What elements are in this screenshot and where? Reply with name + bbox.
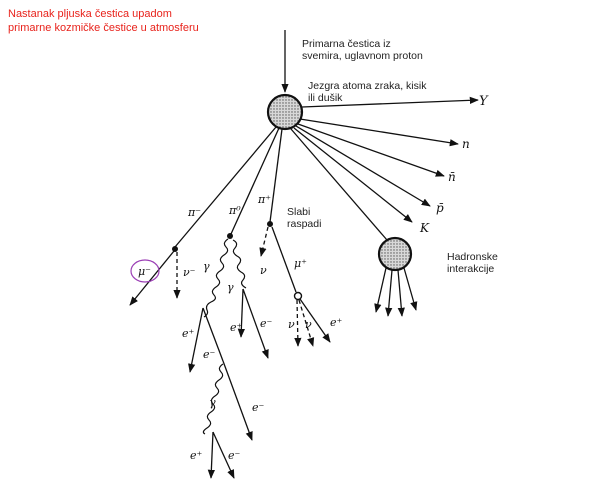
primary-note-line-1: Primarna čestica iz — [302, 38, 391, 50]
track-n — [299, 118, 459, 147]
track-e-plus-from-mu — [299, 298, 331, 343]
track-hadron — [290, 128, 388, 241]
hadron-out-4 — [403, 267, 418, 311]
label-e-plus-mu: e⁺ — [330, 316, 343, 329]
air-nucleus — [266, 93, 304, 131]
label-e-plus-1: e⁺ — [182, 327, 195, 340]
track-e-plus-1 — [188, 307, 204, 373]
track-nu-from-pi-plus — [259, 226, 269, 257]
pi-zero-decay-vertex — [227, 233, 233, 239]
caption-line-2: primarne kozmičke čestice u atmosferu — [8, 22, 199, 34]
gamma-right — [232, 239, 247, 289]
track-nu-b — [298, 299, 315, 347]
label-gamma-lower: γ — [209, 396, 216, 409]
label-mu-minus: μ⁻ — [138, 265, 151, 278]
track-pi-minus — [174, 126, 277, 248]
label-pi-zero: π⁰ — [228, 204, 241, 217]
hadron-out-3 — [397, 269, 405, 317]
gamma-lower — [202, 363, 224, 435]
track-K — [293, 127, 413, 223]
nucleus-note-line-2: ili dušik — [308, 92, 343, 104]
hadron-out-2 — [385, 269, 393, 317]
gamma-left — [203, 238, 229, 318]
pi-minus-decay-vertex — [172, 246, 178, 252]
label-n: n — [462, 137, 470, 151]
track-nbar — [297, 123, 445, 177]
mu-plus-decay-vertex — [293, 291, 303, 301]
nucleus-note: Jezgra atoma zraka, kisik ili dušik — [308, 80, 426, 104]
primary-particle-note: Primarna čestica iz svemira, uglavnom pr… — [302, 38, 423, 62]
weak-decay-note: Slabi raspadi — [287, 206, 321, 230]
label-pi-minus: π⁻ — [187, 206, 201, 219]
muon-highlight-circle — [130, 259, 160, 283]
label-gamma-right: γ — [227, 281, 234, 294]
diagram-caption: Nastanak pljuska čestica upadom primarne… — [8, 7, 199, 35]
label-nu-a: ν — [288, 318, 295, 331]
track-pbar — [295, 125, 431, 207]
label-Y: Y — [479, 94, 489, 109]
nucleus-note-line-1: Jezgra atoma zraka, kisik — [308, 80, 427, 92]
track-Y — [301, 96, 479, 108]
hadronic-note: Hadronske interakcije — [447, 251, 498, 275]
track-pi-plus — [269, 128, 283, 223]
track-gamma-right-e-minus — [242, 288, 269, 359]
label-e-minus-1: e⁻ — [203, 348, 216, 361]
primary-note-line-2: svemira, uglavnom proton — [302, 50, 423, 62]
label-pi-plus: π⁺ — [257, 193, 271, 206]
label-e-minus-right: e⁻ — [260, 317, 273, 330]
label-mu-plus: μ⁺ — [294, 257, 307, 270]
track-e-minus-2 — [222, 360, 253, 441]
track-mu-plus — [271, 226, 297, 293]
track-e-minus-3 — [212, 431, 235, 479]
pi-plus-decay-vertex — [267, 221, 273, 227]
track-mu-minus — [129, 250, 175, 306]
track-e-minus-1 — [202, 307, 224, 362]
label-e-plus-right: e⁺ — [230, 321, 243, 334]
label-e-minus-3: e⁻ — [228, 449, 241, 462]
weak-note-line-1: Slabi — [287, 206, 311, 218]
track-e-plus-2 — [207, 431, 215, 479]
weak-note-line-2: raspadi — [287, 218, 322, 230]
track-nu-a — [294, 299, 302, 347]
label-nu-b: ν — [305, 318, 312, 331]
caption-line-1: Nastanak pljuska čestica upadom — [8, 8, 172, 20]
track-gamma-right-e-plus — [237, 288, 245, 338]
label-K: K — [419, 221, 430, 235]
label-pbar: p̄ — [436, 201, 444, 215]
hadronic-note-line-2: interakcije — [447, 263, 495, 275]
label-gamma-left: γ — [203, 260, 210, 273]
label-e-minus-2: e⁻ — [252, 401, 265, 414]
hadron-out-1 — [374, 267, 387, 313]
hadronic-nucleus — [377, 236, 413, 272]
label-nbar: n̄ — [448, 170, 456, 184]
hadronic-note-line-1: Hadronske — [447, 251, 498, 263]
label-nu-pi-plus: ν — [260, 264, 267, 277]
track-pi-zero — [230, 127, 280, 235]
label-nu-minus: ν⁻ — [183, 266, 196, 279]
label-e-plus-2: e⁺ — [190, 449, 203, 462]
